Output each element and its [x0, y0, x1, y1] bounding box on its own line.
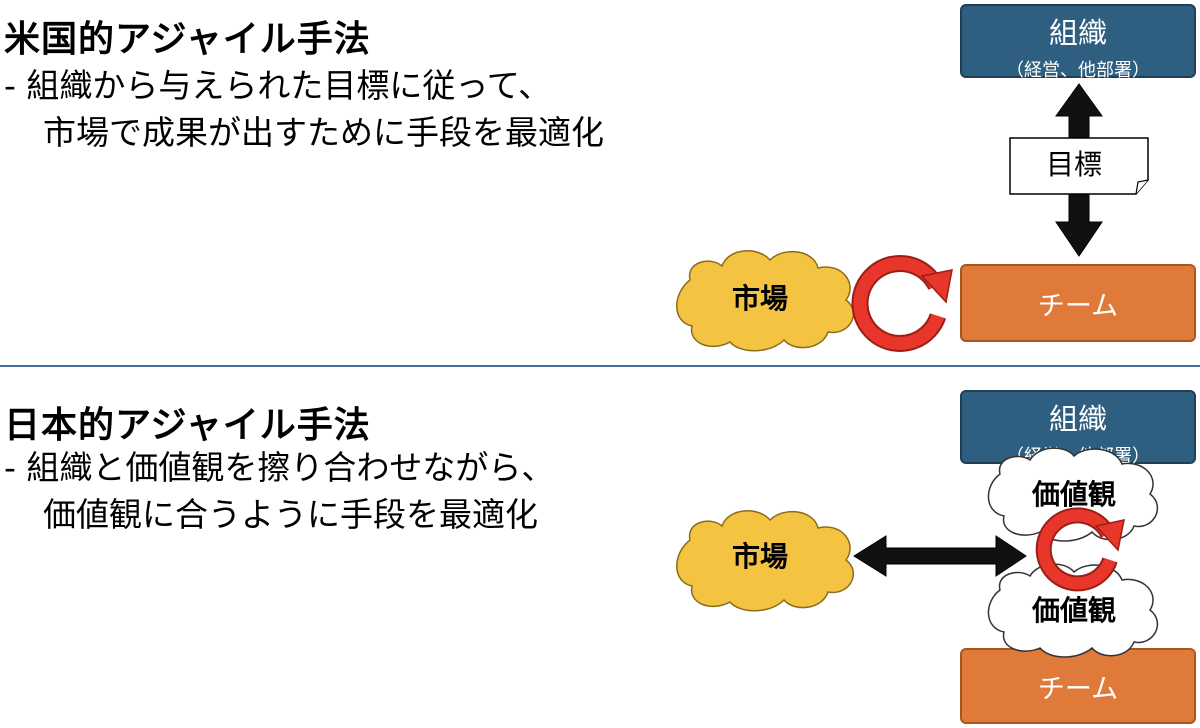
values-cloud-top: 価値観 — [987, 447, 1159, 542]
market-values-horizontal-arrow — [853, 535, 1027, 577]
us-desc-line-1: - 組織から与えられた目標に従って、 — [4, 66, 552, 105]
section-divider — [0, 365, 1200, 367]
jp-market-cloud: 市場 — [676, 510, 855, 612]
us-org-box: 組織 （経営、他部署） — [960, 4, 1196, 81]
us-section-title: 米国的アジャイル手法 — [4, 19, 371, 60]
jp-org-title: 組織 — [1048, 402, 1107, 436]
jp-desc-line-2: 価値観に合うように手段を最適化 — [43, 495, 538, 534]
us-section-description: - 組織から与えられた目標に従って、 市場で成果が出すために手段を最適化 — [4, 62, 604, 156]
values-bottom-label: 価値観 — [1031, 594, 1116, 627]
jp-section-title: 日本的アジャイル手法 — [4, 405, 371, 446]
jp-cycle-arrow-icon — [1035, 507, 1125, 592]
us-org-subtitle: （経営、他部署） — [1006, 60, 1150, 81]
jp-desc-line-1: - 組織と価値観を擦り合わせながら、 — [4, 448, 555, 487]
jp-market-label: 市場 — [732, 540, 788, 573]
us-team-label: チーム — [1037, 290, 1119, 322]
us-team-box: チーム — [960, 264, 1196, 342]
values-top-label: 価値観 — [1031, 478, 1116, 511]
goal-note: 目標 — [1009, 137, 1149, 195]
jp-section-description: - 組織と価値観を擦り合わせながら、 価値観に合うように手段を最適化 — [4, 444, 554, 538]
goal-label: 目標 — [1046, 148, 1102, 181]
jp-team-label: チーム — [1037, 673, 1119, 705]
us-market-label: 市場 — [732, 282, 788, 315]
values-cloud-bottom: 価値観 — [987, 563, 1159, 658]
us-desc-line-2: 市場で成果が出すために手段を最適化 — [43, 113, 604, 152]
jp-org-box: 組織 （経営、他部署） — [960, 390, 1196, 467]
us-cycle-arrow-icon — [851, 255, 953, 352]
us-market-cloud: 市場 — [676, 250, 855, 352]
us-org-title: 組織 — [1048, 16, 1107, 50]
